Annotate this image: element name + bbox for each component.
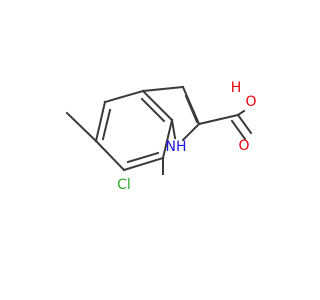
bond-n1-c7a [170, 118, 177, 140]
bond-c6-c7-inner [126, 151, 160, 164]
hydroxyl-oxygen-label: O [245, 94, 256, 110]
bond-c4-c5 [94, 100, 107, 143]
hydroxyl-h-label: H [231, 80, 242, 96]
bond-c4-c5-inner [101, 108, 112, 141]
bond-c3a-c3 [141, 85, 185, 93]
molecule-structure: Cl NH O H O [65, 80, 257, 193]
bond-c7a-c3a [141, 89, 174, 122]
bond-c7a-c3a-inner [140, 97, 166, 123]
bond-cooh-oh [236, 109, 246, 117]
bond-c2-n1 [181, 122, 201, 142]
bond-c7-c7a [161, 118, 174, 160]
bond-c5-methyl [65, 111, 98, 143]
bond-c6-c7 [122, 156, 165, 172]
bond-cooh-co [236, 113, 253, 135]
bond-c2-cooh [197, 113, 240, 126]
carbonyl-oxygen-label: O [238, 138, 249, 154]
bond-c3a-c4 [103, 89, 145, 104]
chlorine-label: Cl [117, 177, 131, 193]
bond-c5-c6 [94, 139, 126, 172]
bond-c3-c2-inner [184, 94, 199, 124]
nh-label: NH [166, 139, 187, 155]
bond-cooh-co-second [230, 119, 247, 141]
